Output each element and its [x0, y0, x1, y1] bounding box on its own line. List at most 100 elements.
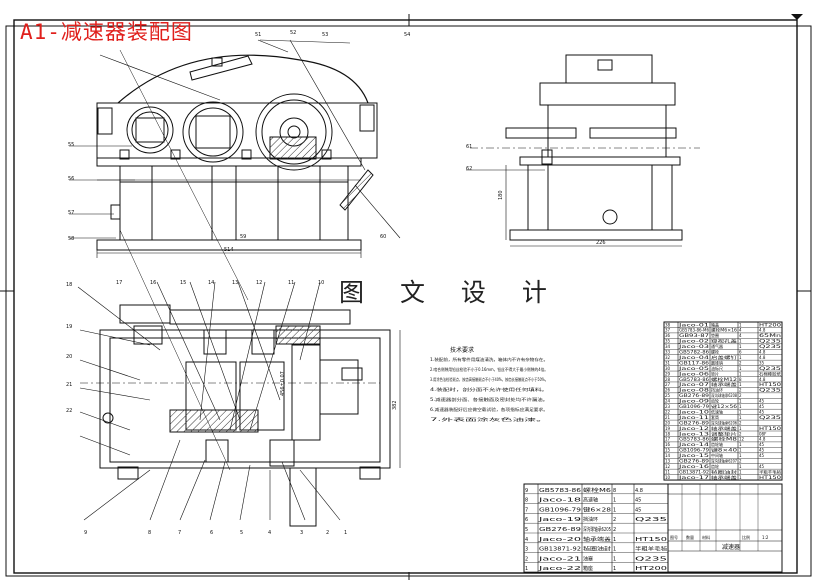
parts-cell: Q235	[759, 415, 782, 420]
parts-cell: GB93-87	[679, 333, 710, 338]
parts-cell: 挡油环	[583, 516, 598, 523]
parts-cell: 1	[739, 464, 742, 469]
parts-cell: 油塞	[583, 555, 593, 562]
parts-cell: 深沟球轴承6205	[583, 526, 611, 533]
parts-cell: GB1096-79	[679, 404, 710, 409]
parts-cell: 轴承端盖	[583, 536, 611, 543]
parts-cell: 1	[739, 409, 742, 414]
parts-cell: 垫圈	[711, 332, 719, 338]
parts-cell: 垫片	[711, 370, 719, 376]
parts-cell: 36	[665, 333, 671, 338]
balloon-label: 62	[466, 166, 472, 172]
parts-cell: 圆锥销	[711, 359, 723, 365]
parts-cell: Jaco-06	[677, 371, 710, 376]
dimension-label: 382	[392, 400, 398, 410]
parts-cell: 螺栓M8	[711, 436, 738, 442]
balloon-label: 10	[318, 280, 324, 286]
parts-cell: HT150	[635, 537, 667, 543]
parts-cell: 键6×28	[583, 506, 611, 513]
parts-cell: 45	[759, 453, 765, 458]
parts-cell: 螺栓M6	[583, 487, 611, 494]
parts-cell: 4.8	[759, 328, 766, 333]
parts-cell: Q235	[759, 366, 782, 371]
parts-cell: GB13871-92	[539, 547, 581, 553]
parts-cell: 齿轮	[711, 463, 719, 469]
parts-cell: 半粗羊毛毡	[635, 546, 667, 553]
parts-cell: 1	[613, 556, 616, 562]
parts-cell: 8	[613, 488, 616, 494]
parts-cell: 2	[525, 556, 528, 562]
parts-cell: 通气器	[711, 343, 723, 349]
parts-cell: 45	[635, 498, 641, 504]
parts-cell: Jaco-19	[537, 517, 581, 523]
section-view	[77, 49, 401, 527]
parts-cell: Jaco-22	[537, 566, 581, 572]
parts-cell: 2	[739, 459, 742, 464]
title-block-material: 材料	[702, 534, 710, 540]
parts-cell: 启盖螺钉	[711, 354, 737, 360]
drawing-title: A1-减速器装配图	[20, 20, 193, 44]
parts-cell: GB1096-79	[679, 448, 710, 453]
parts-cell: 1	[613, 537, 616, 543]
note-line: 7.外表面涂灰色油漆。	[430, 416, 548, 422]
parts-cell: 1	[739, 453, 742, 458]
balloon-label: 6	[210, 530, 213, 536]
balloon-label: 19	[66, 324, 72, 330]
parts-cell: 键12×56	[711, 403, 738, 409]
parts-cell: 27	[665, 382, 671, 387]
parts-cell: 4	[739, 333, 742, 338]
parts-cell: 13	[665, 459, 671, 464]
parts-cell: Jaco-01	[677, 322, 710, 327]
balloon-label: 21	[66, 382, 72, 388]
parts-cell: 28	[665, 377, 671, 382]
parts-cell: 齿轮轴	[711, 441, 723, 447]
parts-cell: 2	[739, 420, 742, 425]
watermark-text: 图 文 设 计	[335, 273, 565, 309]
parts-cell: 5	[525, 527, 528, 533]
parts-cell: 1	[739, 322, 742, 327]
technical-notes: 技术要求1.装配前，所有零件用煤油清洗，箱体内不许有杂物存在。2.啮合侧隙用铅丝…	[430, 346, 548, 422]
notes-heading: 技术要求	[450, 346, 474, 354]
parts-cell: 2	[613, 527, 616, 533]
parts-cell: Jaco-09	[677, 399, 710, 404]
parts-cell: 21	[665, 415, 671, 420]
balloon-label: 9	[84, 530, 87, 536]
balloon-label: 5	[240, 530, 243, 536]
parts-cell: Jaco-17	[677, 475, 710, 480]
dimension-label: 456±0.07	[280, 371, 286, 396]
parts-cell: 螺栓M12	[711, 376, 738, 382]
parts-cell: 31	[665, 360, 671, 365]
balloon-label: 52	[290, 30, 296, 36]
balloon-label: 2	[326, 530, 329, 536]
parts-cell: 齿轮	[711, 398, 719, 404]
dimension-label: 514	[224, 247, 234, 253]
parts-cell: Jaco-02	[677, 339, 710, 344]
parts-cell: GB5783-86	[679, 437, 710, 442]
parts-cell: 毡圈油封	[583, 546, 611, 553]
balloon-label: 54	[404, 32, 410, 38]
parts-cell: 1	[739, 426, 742, 431]
parts-cell: 26	[665, 388, 671, 393]
note-line: 3.用涂色法检验斑点，按齿高接触斑点不小于40%，按齿长接触斑点不小于50%。	[430, 376, 548, 382]
parts-cell: HT150	[759, 426, 782, 431]
balloon-label: 12	[256, 280, 262, 286]
parts-cell: GB117-86	[679, 360, 710, 365]
parts-cell: 4.8	[635, 488, 643, 494]
parts-cell: 挡油环	[711, 387, 723, 393]
balloon-label: 14	[208, 280, 214, 286]
parts-cell: Jaco-08	[677, 388, 710, 393]
parts-cell: 高速轴	[583, 497, 598, 504]
parts-cell: 08F	[759, 431, 767, 436]
parts-cell: 轴承端盖	[711, 474, 737, 480]
parts-cell: 35	[759, 360, 765, 365]
parts-cell: 2	[739, 388, 742, 393]
parts-cell: 1	[739, 399, 742, 404]
parts-cell: Q235	[759, 344, 782, 349]
parts-cell: 45	[759, 399, 765, 404]
title-block-sheet: 图号	[670, 534, 678, 540]
parts-cell: 深沟球轴承6206	[711, 419, 737, 425]
balloon-label: 18	[66, 282, 72, 288]
note-line: 6.减速器装配好后应做空载试验，各项指标应满足要求。	[430, 406, 548, 412]
parts-cell: 1	[739, 448, 742, 453]
